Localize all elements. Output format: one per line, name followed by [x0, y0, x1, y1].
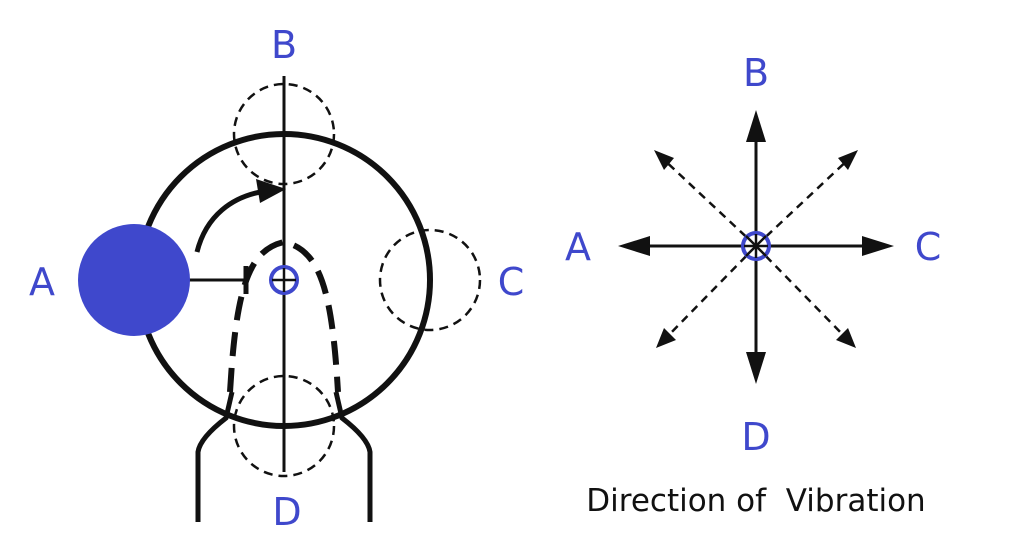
diagonal-arrow-down-right [755, 245, 849, 341]
label-a: A [29, 260, 55, 304]
diagonal-arrow-down-left [663, 245, 757, 341]
position-b-dashed-circle [232, 82, 336, 186]
label-d: D [272, 490, 301, 534]
rotor-inner-dashed-arch [227, 238, 341, 393]
position-d-dashed-circle [232, 374, 336, 478]
rotation-arrow-head [256, 179, 286, 203]
label-c: C [498, 260, 525, 304]
label-b: B [271, 23, 297, 67]
diagonal-arrowhead-down-left [656, 328, 676, 348]
arrowhead-right-c [862, 236, 894, 256]
diagonal-arrowhead-up-left [654, 150, 674, 170]
rotor-base-legs [195, 391, 373, 522]
rotor-diagram: A B C D [29, 23, 524, 534]
direction-label-d: D [741, 415, 770, 459]
rotation-arrow [194, 188, 267, 253]
diagonal-arrow-up-right [755, 155, 853, 247]
diagonal-arrowhead-down-right [836, 328, 856, 348]
direction-label-b: B [743, 51, 769, 95]
diagonal-arrow-up-left [659, 155, 757, 247]
arrowhead-down-d [746, 352, 766, 384]
diagonal-arrowhead-up-right [838, 150, 858, 170]
direction-caption: Direction of Vibration [586, 483, 925, 519]
position-c-dashed-circle [378, 228, 482, 332]
direction-label-a: A [565, 225, 591, 269]
arrowhead-left-a [618, 236, 650, 256]
direction-label-c: C [915, 225, 942, 269]
vibration-direction-diagram: A B C D Direction of Vibration [565, 51, 941, 519]
unbalance-mass [78, 224, 190, 336]
arrowhead-up-b [746, 110, 766, 142]
